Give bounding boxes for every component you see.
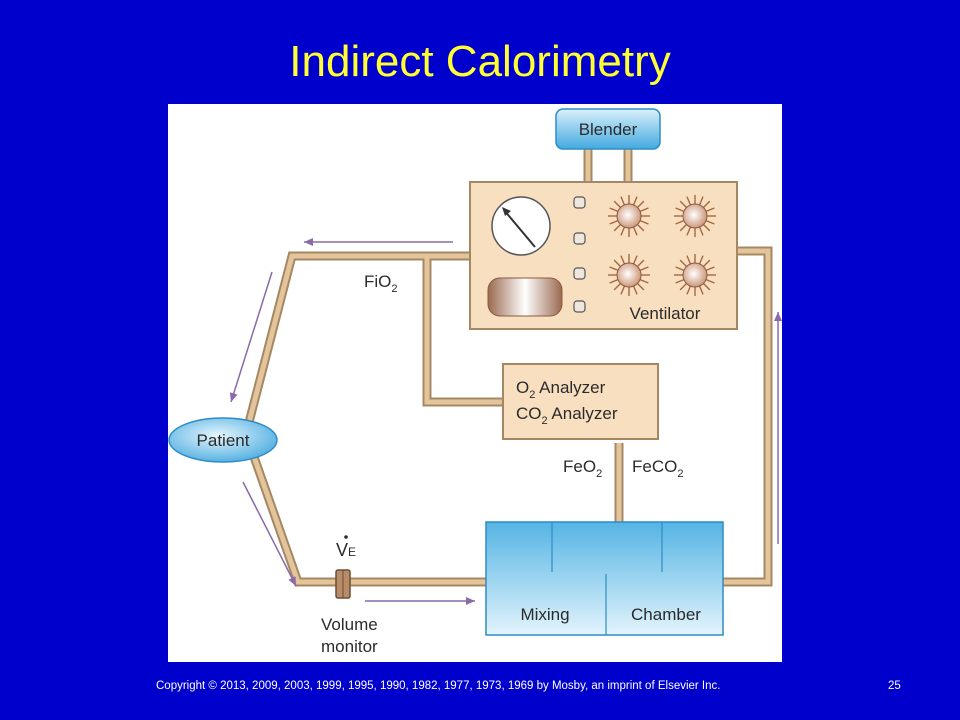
feco2-label: FeCO2 bbox=[632, 457, 683, 480]
control-dial-icon bbox=[674, 254, 716, 296]
svg-text:VE: VE bbox=[336, 540, 356, 560]
minute-ventilation-label: VE bbox=[336, 535, 356, 560]
ventilator-label: Ventilator bbox=[630, 304, 701, 323]
control-dial-icon bbox=[674, 195, 716, 237]
control-dial-icon bbox=[608, 195, 650, 237]
mixing-chamber: Mixing Chamber bbox=[485, 521, 724, 636]
o2-analyzer-label: O2 Analyzer bbox=[516, 378, 606, 401]
arrow-patient-to-monitor bbox=[242, 481, 297, 587]
volume-monitor-label-line1: Volume bbox=[321, 615, 378, 634]
control-dial-icon bbox=[608, 254, 650, 296]
page-number: 25 bbox=[888, 680, 901, 692]
copyright-text: Copyright © 2013, 2009, 2003, 1999, 1995… bbox=[156, 680, 721, 692]
calorimetry-diagram: Blender Ventilator O2 Analyzer bbox=[168, 104, 782, 662]
indicator-lights bbox=[573, 196, 586, 313]
patient-label: Patient bbox=[197, 431, 250, 450]
slide-footer: Copyright © 2013, 2009, 2003, 1999, 1995… bbox=[0, 680, 960, 696]
gas-analyzer-box: O2 Analyzer CO2 Analyzer bbox=[502, 363, 659, 440]
chamber-label: Chamber bbox=[631, 605, 701, 624]
mixing-label: Mixing bbox=[520, 605, 569, 624]
display-screen-icon bbox=[487, 277, 563, 317]
volume-monitor-label-line2: monitor bbox=[321, 637, 378, 656]
blender-box: Blender bbox=[555, 108, 661, 150]
slide-title: Indirect Calorimetry bbox=[289, 37, 671, 86]
arrow-down-to-patient bbox=[229, 271, 273, 403]
volume-monitor-device bbox=[335, 569, 351, 599]
fio2-label: FiO2 bbox=[364, 272, 398, 295]
blender-label: Blender bbox=[579, 120, 638, 139]
pressure-gauge-icon bbox=[491, 196, 551, 256]
control-dials bbox=[608, 195, 716, 296]
flow-arrows bbox=[229, 238, 782, 605]
ventilator-box: Ventilator bbox=[469, 181, 738, 330]
patient-node: Patient bbox=[168, 417, 278, 463]
feo2-label: FeO2 bbox=[563, 457, 602, 480]
co2-analyzer-label: CO2 Analyzer bbox=[516, 404, 618, 427]
